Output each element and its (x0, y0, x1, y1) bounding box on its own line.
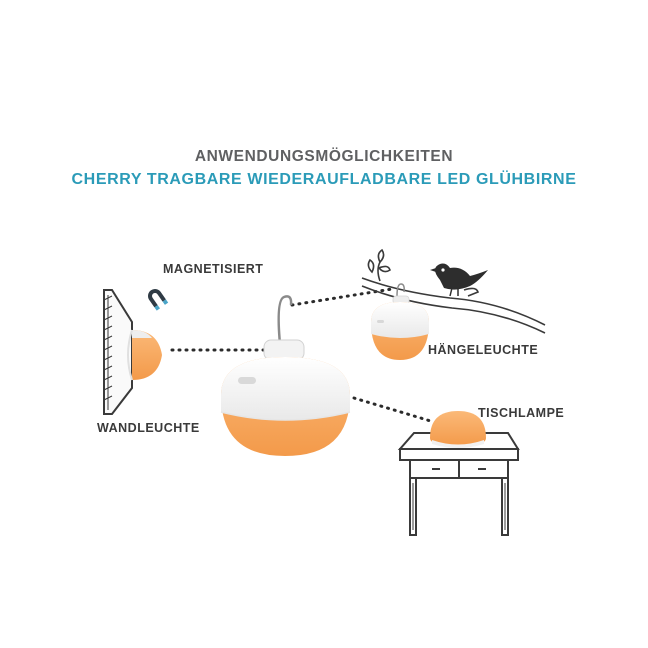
branch-icon (361, 248, 546, 334)
label-wall-lamp: WANDLEUCHTE (97, 421, 200, 435)
hook-icon (277, 295, 293, 345)
heading-line-1: ANWENDUNGSMÖGLICHKEITEN (194, 148, 454, 165)
hanging-lamp (371, 283, 429, 360)
label-hanging-lamp: HÄNGELEUCHTE (428, 343, 539, 357)
magnet-icon (148, 289, 169, 311)
wall-icon (103, 289, 133, 415)
table-icon (397, 432, 520, 536)
table-lamp (430, 411, 486, 448)
label-table-lamp: TISCHLAMPE (478, 406, 565, 420)
connector-table (352, 396, 436, 424)
wall-lamp (127, 329, 162, 381)
bird-icon (430, 263, 488, 297)
heading-line-2: CHERRY TRAGBARE WIEDERAUFLADBARE LED GLÜ… (71, 171, 577, 188)
main-lamp (220, 295, 351, 456)
label-magnetized: MAGNETISIERT (163, 262, 264, 276)
